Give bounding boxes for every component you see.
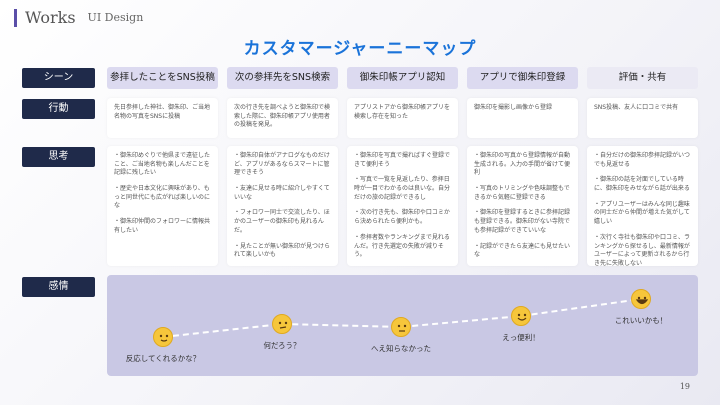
row-label-action: 行動 xyxy=(22,99,95,119)
thought-card: ・自分だけの御朱印参拝記録がいつでも見返せる・御朱印の話を対面でしている時に、御… xyxy=(587,146,698,267)
thought-card: ・御朱印の写真から登録情報が自動生成される。入力の手間が省けて便利・写真のトリミ… xyxy=(467,146,578,266)
thought-item: ・参拝者数やランキングまで見れるんだ。行き先選定の失敗が減りそう。 xyxy=(354,233,450,259)
emotion-face-happy-icon xyxy=(631,289,651,309)
action-card: SNS投稿、友人に口コミで共有 xyxy=(587,98,698,138)
scene-header: 御朱印帳アプリ認知 xyxy=(347,67,458,89)
emotion-face-neutral-smile-icon xyxy=(153,327,173,347)
scene-header: 参拝したことをSNS投稿 xyxy=(107,67,218,89)
thought-item: ・フォロワー同士で交流したり、ほかのユーザーの御朱印も見れるんだ。 xyxy=(234,209,330,234)
thought-card: ・御朱印めぐりで他県まで遠征したこと、ご当地名物も楽しんだことを記録に残したい・… xyxy=(107,146,218,266)
emotion-label: 何だろう？ xyxy=(263,341,301,350)
action-card: 御朱印を撮影し画像から登録 xyxy=(467,98,578,138)
thought-item: ・次行く寺社も御朱印や口コミ、ランキングから探せるし、最新情報がユーザーによって… xyxy=(594,233,691,267)
thought-item: ・写真のトリミングや色味調整もできるから気軽に登録できる xyxy=(474,185,570,201)
thought-item: ・御朱印の話を対面でしている時に、御朱印をみせながら話が出来る xyxy=(594,176,690,193)
row-label-scene: シーン xyxy=(22,68,95,88)
scene-header: 評価・共有 xyxy=(587,67,698,89)
thought-item: ・御朱印の写真から登録情報が自動生成される。入力の手間が省けて便利 xyxy=(474,152,571,177)
thought-item: ・次の行き先も、御朱印や口コミから決められたら便利かも。 xyxy=(354,209,450,226)
thought-item: ・御朱印自体がアナログなものだけど、アプリがあるならスマートに管理できそう xyxy=(234,152,330,177)
thought-card: ・御朱印自体がアナログなものだけど、アプリがあるならスマートに管理できそう・友達… xyxy=(227,146,338,266)
scene-header: アプリで御朱印登録 xyxy=(467,67,578,89)
brand: Works UI Design xyxy=(14,8,143,27)
action-card: アプリストアから御朱印帳アプリを検索し存在を知った xyxy=(347,98,458,138)
thought-item: ・アプリユーザーはみんな同じ趣味の同士だから仲間が増えた気がして嬉しい xyxy=(594,200,690,226)
brand-bar xyxy=(14,8,17,27)
thought-item: ・御朱印めぐりで他県まで遠征したこと、ご当地名物も楽しんだことを記録に残したい xyxy=(114,152,211,177)
thought-item: ・写真で一覧を見返したり、参拝日時が一目でわかるのは良いな。自分だけの旅の記録が… xyxy=(354,176,451,201)
row-label-emotion: 感情 xyxy=(22,277,95,297)
emotion-label: えっ便利！ xyxy=(502,333,540,342)
emotion-face-thinking-icon xyxy=(272,314,292,334)
thought-card: ・御朱印を写真で撮ればすぐ登録できて便利そう・写真で一覧を見返したり、参拝日時が… xyxy=(347,146,458,266)
action-card: 先日参拝した神社、御朱印、ご当地名物の写真をSNSに投稿 xyxy=(107,98,218,138)
thought-item: ・自分だけの御朱印参拝記録がいつでも見返せる xyxy=(594,152,691,168)
emotion-label: へえ知らなかった xyxy=(371,344,431,353)
page-title: カスタマージャーニーマップ xyxy=(243,39,477,59)
action-card: 次の行き先を調べようと御朱印で検索した際に、御朱印帳アプリ使用者の投稿を発見。 xyxy=(227,98,338,138)
thought-item: ・見たことが無い御朱印が見つけられて楽しいかも xyxy=(234,242,331,259)
emotion-label: これいいかも！ xyxy=(614,316,668,325)
emotion-panel: 反応してくれるかな？ 何だろう？ へえ知らなかった えっ便利！ これいいかも！ xyxy=(107,275,698,376)
thought-item: ・御朱印を写真で撮ればすぐ登録できて便利そう xyxy=(354,152,451,168)
thought-item: ・歴史や日本文化に興味があり、もっと同世代にも広がれば楽しいのにな xyxy=(114,185,211,210)
thought-item: ・御朱印仲間のフォロワーに情報共有したい xyxy=(114,218,211,234)
brand-works: Works xyxy=(25,8,76,27)
row-label-thought: 思考 xyxy=(22,147,95,167)
brand-subtitle: UI Design xyxy=(87,11,144,24)
page-number: 19 xyxy=(679,382,690,391)
emotion-label: 反応してくれるかな？ xyxy=(125,354,201,363)
emotion-face-neutral-icon xyxy=(391,317,411,337)
thought-item: ・友達に見せる時に紹介しやすくていいな xyxy=(234,185,330,201)
thought-item: ・記録ができたら友達にも見せたいな xyxy=(474,242,571,259)
thought-item: ・御朱印を登録するときに参拝記録も登録できる。御朱印がない寺院でも参拝記録ができ… xyxy=(474,209,571,234)
emotion-face-smile-icon xyxy=(511,306,531,326)
scene-header: 次の参拝先をSNS検索 xyxy=(227,67,338,89)
